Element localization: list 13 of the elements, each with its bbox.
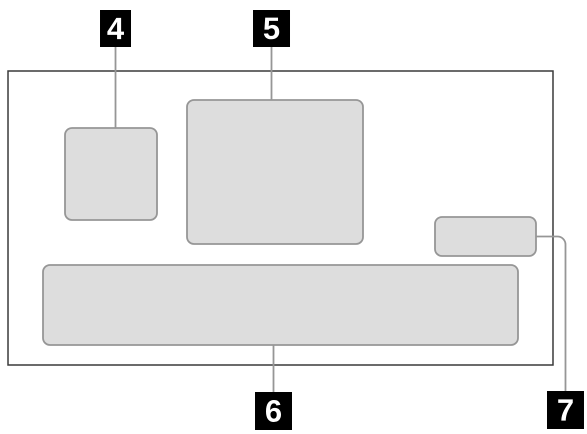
outer-frame xyxy=(7,70,554,366)
leader-line xyxy=(536,236,566,391)
rounded-box xyxy=(42,264,519,346)
rounded-box xyxy=(434,216,537,257)
rounded-box xyxy=(186,99,364,245)
leader-line xyxy=(114,47,116,128)
callout-number: 4 xyxy=(100,10,131,47)
callout-number: 6 xyxy=(255,392,292,430)
rounded-box xyxy=(64,127,158,221)
leader-line xyxy=(272,344,274,392)
callout-number: 5 xyxy=(253,10,290,47)
callout-number: 7 xyxy=(547,390,584,429)
leader-line xyxy=(270,47,272,100)
